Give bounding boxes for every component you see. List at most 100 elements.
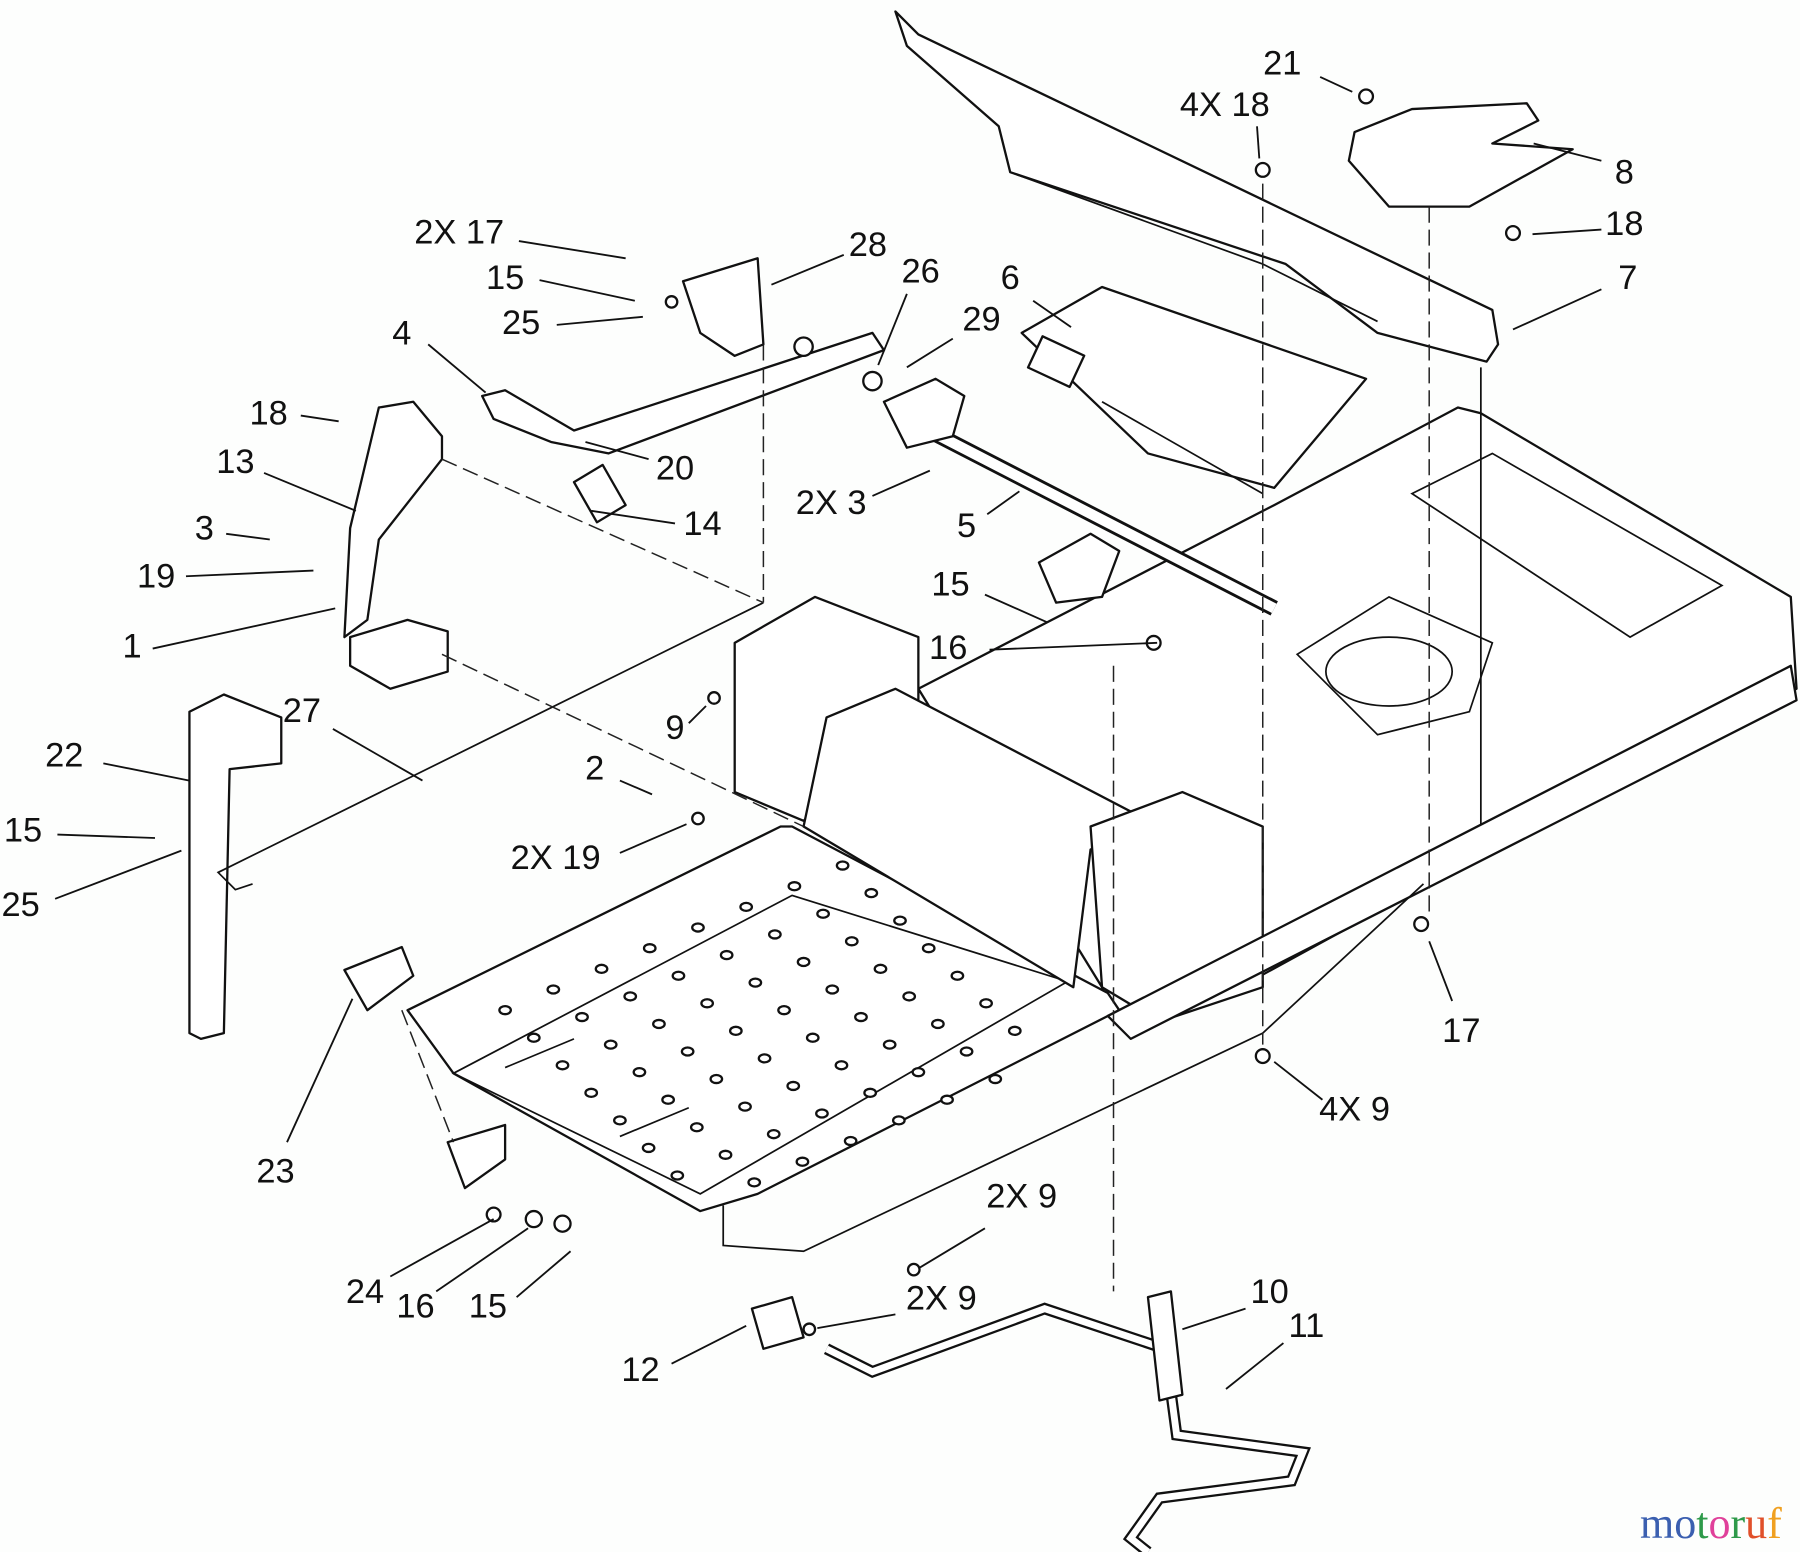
perforation-hole (796, 956, 811, 968)
perforation-hole (526, 1032, 541, 1043)
callout: 2X 9 (817, 1280, 977, 1330)
callout-label: 15 (469, 1288, 507, 1326)
logo-letter: f (1767, 1499, 1782, 1548)
perforation-hole (603, 1039, 618, 1050)
callout: 1 (122, 607, 336, 666)
perforation-hole (641, 1142, 656, 1154)
perforation-hole (988, 1073, 1003, 1085)
perforation-hole (691, 922, 705, 933)
callout: 29 (906, 301, 1001, 369)
bracket-8 (1347, 102, 1574, 208)
callout-label: 15 (931, 566, 969, 604)
callout-label: 11 (1288, 1307, 1324, 1345)
callout-label: 4X 9 (1319, 1090, 1390, 1128)
callout: 4X 18 (1180, 86, 1270, 159)
callout: 21 (1263, 45, 1353, 93)
leader-line (591, 509, 676, 525)
leader-line (263, 472, 357, 512)
perforation-hole (950, 970, 965, 981)
callout-label: 2X 19 (511, 839, 601, 877)
perforation-hole (700, 998, 715, 1009)
leader-line (389, 1218, 495, 1278)
leader-line (619, 779, 653, 796)
callout-label: 10 (1250, 1273, 1288, 1311)
callout-label: 28 (849, 226, 887, 264)
bracket-23 (343, 945, 507, 1190)
callout-label: 25 (2, 886, 40, 924)
parking-brake-lever-11 (823, 1290, 1311, 1552)
leader-line (986, 490, 1020, 516)
perforation-hole (864, 887, 879, 899)
perforation-hole (748, 977, 763, 988)
perforation-hole (882, 1039, 897, 1050)
callout: 26 (877, 252, 940, 366)
leader-line (1533, 142, 1602, 162)
perforation-hole (613, 1115, 627, 1126)
callout: 15 (469, 1250, 572, 1326)
leader-line (1273, 1061, 1324, 1101)
callout-label: 18 (249, 395, 287, 433)
footrest-perforations (498, 860, 1022, 1188)
callout: 4 (392, 314, 487, 394)
callout: 12 (621, 1325, 747, 1389)
perforation-hole (661, 1094, 676, 1105)
leader-line (54, 849, 182, 900)
logo-letter: o (1708, 1499, 1731, 1548)
leader-line (1256, 126, 1261, 159)
callout-label: 21 (1263, 45, 1301, 83)
callout: 20 (585, 441, 694, 488)
perforation-hole (787, 881, 802, 892)
perforation-hole (959, 1046, 974, 1057)
callout-label: 22 (45, 737, 83, 775)
callout: 2 (585, 749, 653, 796)
callout: 7 (1512, 259, 1637, 331)
callout-label: 23 (256, 1152, 294, 1190)
perforation-hole (594, 963, 609, 975)
perforation-hole (921, 943, 936, 954)
leader-line (1225, 1342, 1284, 1390)
callout: 22 (45, 737, 190, 782)
leader-line (1032, 300, 1072, 328)
perforation-hole (670, 1170, 685, 1181)
perforation-hole (777, 1005, 791, 1016)
callout-label: 13 (216, 443, 254, 481)
callout: 4X 9 (1273, 1061, 1390, 1128)
perforation-hole (786, 1080, 801, 1092)
perforation-hole (873, 963, 888, 975)
leader-line (585, 441, 649, 461)
rod-27 (216, 601, 764, 891)
callout-label: 27 (283, 692, 321, 730)
perforation-hole (854, 1011, 868, 1023)
callout: 19 (137, 558, 314, 596)
callout-label: 2X 9 (906, 1280, 977, 1318)
leader-line (556, 315, 643, 326)
callout: 2X 19 (511, 823, 687, 877)
callout: 25 (502, 304, 643, 342)
perforation-hole (642, 943, 657, 954)
frame-rail (722, 664, 1798, 1253)
callout-label: 16 (929, 629, 967, 667)
callout-label: 15 (486, 259, 524, 297)
perforation-hole (623, 991, 638, 1002)
leader-line (185, 569, 314, 578)
perforation-hole (728, 1025, 743, 1037)
callout-label: 8 (1615, 154, 1634, 192)
perforation-hole (738, 1101, 752, 1112)
leader-line (286, 998, 354, 1143)
leader-line (688, 705, 707, 724)
callout: 6 (1001, 259, 1072, 328)
perforation-hole (805, 1032, 820, 1043)
perforation-hole (766, 1128, 781, 1140)
assembly-center-lines (401, 183, 1430, 1292)
perforation-hole (739, 901, 754, 913)
leader-line (817, 1313, 896, 1330)
perforation-hole (979, 998, 993, 1009)
callout: 28 (771, 226, 887, 286)
perforation-hole (709, 1073, 724, 1085)
switch-12 (750, 1296, 805, 1350)
perforation-hole (632, 1067, 647, 1078)
hardware-washers (485, 88, 1522, 1337)
perforation-hole (835, 860, 850, 871)
leader-line (226, 532, 270, 541)
